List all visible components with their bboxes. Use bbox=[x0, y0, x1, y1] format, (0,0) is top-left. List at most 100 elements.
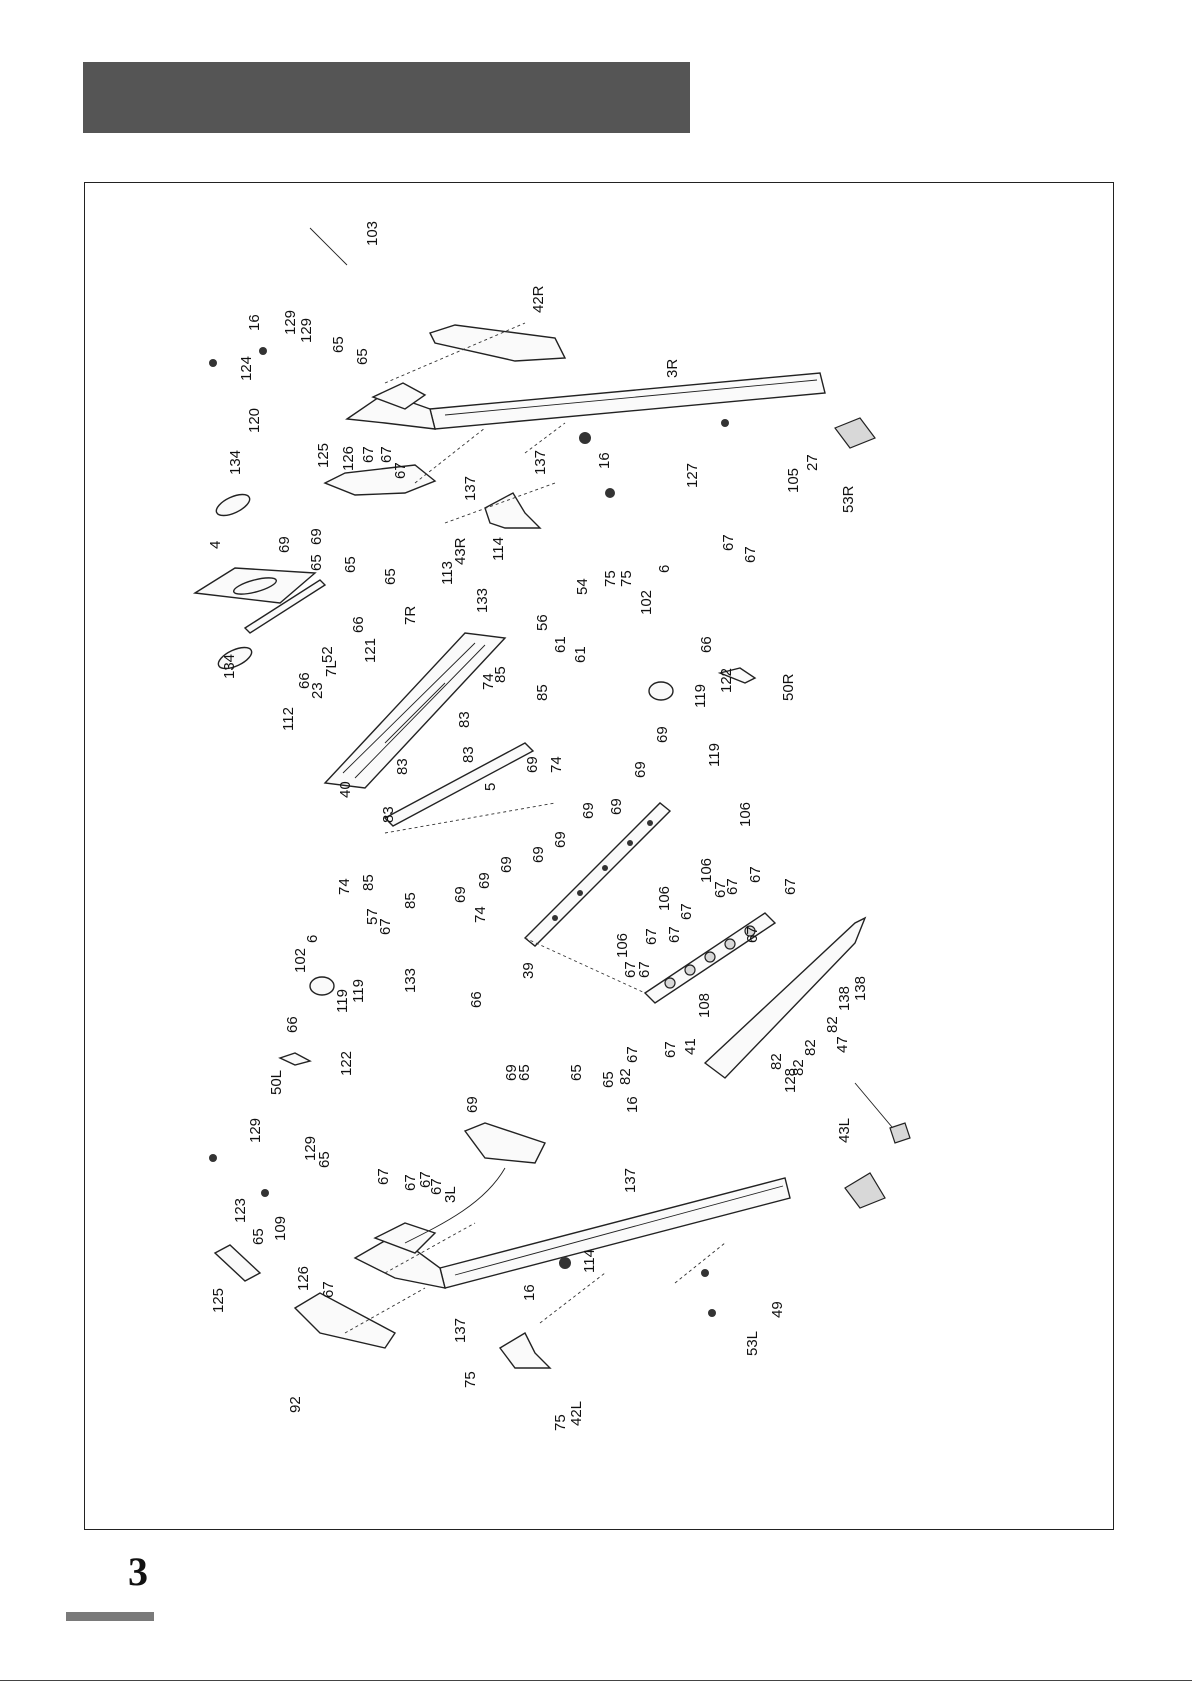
callout-label: 137 bbox=[462, 476, 479, 501]
callout-label: 47 bbox=[834, 1036, 851, 1053]
callout-label: 122 bbox=[718, 668, 735, 693]
part-52 bbox=[243, 579, 327, 634]
part-134-a bbox=[215, 493, 251, 517]
callout-label: 82 bbox=[768, 1053, 785, 1070]
callout-label: 65 bbox=[308, 554, 325, 571]
callout-label: 106 bbox=[656, 886, 673, 911]
callout-label: 65 bbox=[516, 1064, 533, 1081]
callout-label: 67 bbox=[428, 1178, 445, 1195]
callout-label: 69 bbox=[654, 726, 671, 743]
callout-label: 67 bbox=[622, 961, 639, 978]
callout-label: 75 bbox=[462, 1371, 479, 1388]
callout-label: 67 bbox=[402, 1174, 419, 1191]
callout-label: 23 bbox=[309, 682, 326, 699]
callout-label: 66 bbox=[284, 1016, 301, 1033]
callout-label: 114 bbox=[490, 537, 507, 561]
callout-label: 137 bbox=[452, 1318, 469, 1343]
callout-label: 66 bbox=[350, 616, 367, 633]
callout-label: 133 bbox=[402, 968, 419, 993]
callout-label: 125 bbox=[210, 1288, 227, 1313]
callout-label: 74 bbox=[480, 673, 497, 690]
callout-label: 120 bbox=[246, 408, 263, 433]
callout-label: 69 bbox=[464, 1096, 481, 1113]
callout-label: 129 bbox=[282, 310, 299, 335]
callout-label: 69 bbox=[308, 528, 325, 545]
callout-label: 75 bbox=[602, 570, 619, 587]
callout-label: 134 bbox=[221, 654, 238, 679]
callout-label: 67 bbox=[643, 928, 660, 945]
part-114-right bbox=[484, 492, 542, 529]
callout-label: 129 bbox=[298, 318, 315, 343]
exploded-parts-diagram: 103 42R 3R 16 129 129 124 65 65 120 125 … bbox=[84, 182, 1114, 1530]
callout-label: 69 bbox=[530, 846, 547, 863]
callout-label: 129 bbox=[302, 1136, 319, 1161]
callout-label: 134 bbox=[227, 450, 244, 475]
callout-label: 67 bbox=[375, 1168, 392, 1185]
callout-label: 16 bbox=[521, 1284, 538, 1301]
callout-label: 52 bbox=[319, 646, 336, 663]
callout-label: 92 bbox=[287, 1396, 304, 1413]
callout-label: 69 bbox=[580, 802, 597, 819]
page-number-underline bbox=[66, 1612, 154, 1621]
part-42L bbox=[293, 1292, 397, 1349]
callout-label: 16 bbox=[624, 1096, 641, 1113]
callout-label: 65 bbox=[354, 348, 371, 365]
assembly-lines bbox=[344, 322, 726, 1334]
callout-label: 66 bbox=[698, 636, 715, 653]
callout-label: 67 bbox=[678, 903, 695, 920]
callout-label: 125 bbox=[315, 443, 332, 468]
callout-label: 74 bbox=[472, 906, 489, 923]
callout-label: 128 bbox=[782, 1068, 799, 1093]
callout-label: 69 bbox=[452, 886, 469, 903]
callout-label: 67 bbox=[666, 926, 683, 943]
part-53R bbox=[834, 417, 876, 449]
part-42R bbox=[429, 324, 567, 362]
callout-label: 75 bbox=[552, 1414, 569, 1431]
callout-label: 129 bbox=[247, 1118, 264, 1143]
callout-label: 123 bbox=[232, 1198, 249, 1223]
callout-label: 5 bbox=[482, 783, 499, 791]
callout-label: 119 bbox=[350, 979, 367, 1003]
callout-label: 69 bbox=[498, 856, 515, 873]
callout-label: 50L bbox=[268, 1070, 285, 1095]
callout-label: 67 bbox=[392, 462, 409, 479]
callout-label: 67 bbox=[320, 1281, 337, 1298]
callout-label: 65 bbox=[316, 1151, 333, 1168]
callout-label: 42R bbox=[530, 285, 547, 313]
diagram-drawing: 103 42R 3R 16 129 129 124 65 65 120 125 … bbox=[192, 221, 911, 1431]
callout-label: 74 bbox=[336, 878, 353, 895]
part-128 bbox=[854, 1082, 898, 1134]
callout-label: 6 bbox=[656, 565, 673, 573]
callout-label: 66 bbox=[296, 672, 313, 689]
callout-label: 126 bbox=[295, 1266, 312, 1291]
callout-label: 103 bbox=[364, 221, 381, 246]
callout-label: 114 bbox=[581, 1249, 598, 1273]
callout-label: 124 bbox=[238, 356, 255, 381]
part-5-crossbar bbox=[383, 742, 535, 827]
part-109 bbox=[213, 1244, 262, 1282]
callout-label: 109 bbox=[272, 1216, 289, 1241]
callout-label: 138 bbox=[836, 986, 853, 1011]
bottom-rule bbox=[0, 1680, 1192, 1681]
callout-label: 6 bbox=[304, 935, 321, 943]
part-53L bbox=[844, 1172, 886, 1209]
callout-label: 69 bbox=[552, 831, 569, 848]
part-114-left bbox=[498, 1332, 552, 1369]
callout-label: 85 bbox=[492, 666, 509, 683]
callout-label: 67 bbox=[782, 878, 799, 895]
part-50R bbox=[717, 667, 757, 684]
callout-label: 54 bbox=[574, 578, 591, 595]
callout-label: 122 bbox=[338, 1051, 355, 1076]
left-rail-3L bbox=[353, 1167, 791, 1289]
callout-label: 67 bbox=[747, 866, 764, 883]
callout-label: 42L bbox=[568, 1401, 585, 1426]
callout-label: 112 bbox=[280, 707, 297, 731]
callout-label: 4 bbox=[207, 541, 224, 549]
callout-label: 16 bbox=[596, 452, 613, 469]
part-134-b bbox=[217, 646, 253, 670]
callout-label: 69 bbox=[476, 872, 493, 889]
callout-label: 137 bbox=[532, 450, 549, 475]
callout-label: 119 bbox=[706, 743, 723, 767]
callout-label: 61 bbox=[572, 646, 589, 663]
callout-label: 16 bbox=[246, 314, 263, 331]
